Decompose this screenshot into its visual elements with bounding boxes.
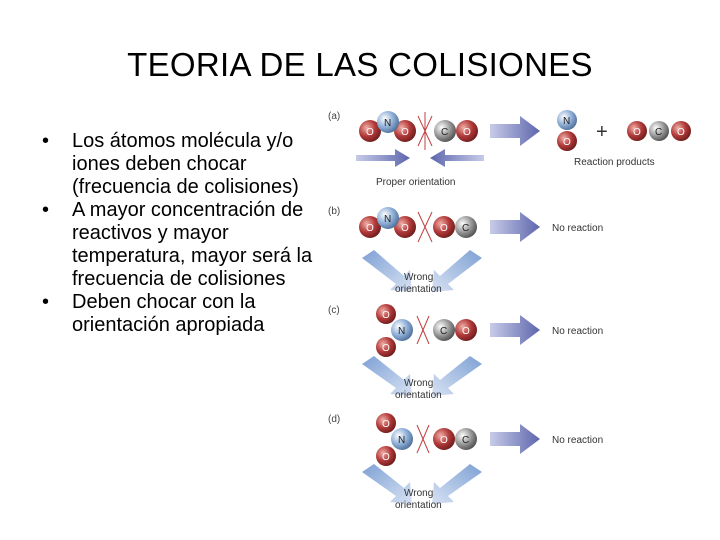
no2-molecule: O N O bbox=[376, 413, 413, 466]
co-molecule: O C bbox=[433, 428, 477, 450]
svg-text:C: C bbox=[462, 223, 469, 234]
orientation-label: orientation bbox=[395, 284, 442, 295]
no-reaction-label: No reaction bbox=[552, 435, 603, 446]
orientation-label: orientation bbox=[395, 390, 442, 401]
bullet-item: • A mayor concentración de reactivos y ma… bbox=[42, 199, 317, 291]
svg-text:O: O bbox=[401, 127, 409, 138]
svg-text:O: O bbox=[563, 137, 571, 148]
panel-a-label: (a) bbox=[328, 111, 340, 122]
no-reaction-label: No reaction bbox=[552, 223, 603, 234]
svg-text:O: O bbox=[382, 343, 390, 354]
svg-text:C: C bbox=[441, 127, 448, 138]
bullet-dot: • bbox=[42, 199, 50, 221]
co-molecule: C O bbox=[434, 120, 478, 142]
wrong-approach-arrow-right bbox=[432, 356, 482, 396]
proper-orientation-label: Proper orientation bbox=[376, 177, 456, 188]
bullet-list: • Los átomos molécula y/o iones deben cho… bbox=[42, 130, 317, 337]
panel-c-label: (c) bbox=[328, 305, 340, 316]
wrong-approach-arrow-left bbox=[362, 356, 412, 396]
wrong-label: Wrong bbox=[404, 378, 433, 389]
no2-molecule: O O N bbox=[359, 207, 416, 238]
svg-text:O: O bbox=[366, 223, 374, 234]
bullet-text: Deben chocar con la orientación apropiad… bbox=[72, 291, 265, 336]
reaction-arrow bbox=[490, 116, 540, 146]
wrong-approach-arrow-right bbox=[432, 250, 482, 292]
collision-burst-icon bbox=[417, 211, 433, 243]
bullet-dot: • bbox=[42, 130, 50, 152]
svg-text:O: O bbox=[462, 326, 470, 337]
svg-text:C: C bbox=[440, 326, 447, 337]
panel-d-label: (d) bbox=[328, 414, 340, 425]
svg-text:O: O bbox=[440, 435, 448, 446]
collision-orientation-figure: (a) O O N C O N O + O C O Reaction produ… bbox=[328, 110, 691, 511]
orientation-label: orientation bbox=[395, 500, 442, 511]
wrong-label: Wrong bbox=[404, 272, 433, 283]
svg-text:O: O bbox=[382, 310, 390, 321]
bullet-item: • Deben chocar con la orientación apropia… bbox=[42, 291, 317, 337]
reaction-arrow bbox=[490, 424, 540, 454]
reaction-arrow bbox=[490, 212, 540, 242]
svg-text:O: O bbox=[463, 127, 471, 138]
co-molecule: C O bbox=[433, 319, 477, 341]
product-co2-molecule: O C O bbox=[627, 121, 691, 141]
panel-b-label: (b) bbox=[328, 206, 340, 217]
svg-text:N: N bbox=[398, 326, 405, 337]
slide-title: TEORIA DE LAS COLISIONES bbox=[127, 46, 593, 83]
svg-text:O: O bbox=[633, 127, 641, 138]
reaction-arrow bbox=[490, 315, 540, 345]
reaction-products-label: Reaction products bbox=[574, 157, 655, 168]
wrong-label: Wrong bbox=[404, 488, 433, 499]
svg-text:N: N bbox=[563, 116, 570, 127]
bullet-dot: • bbox=[42, 291, 50, 313]
wrong-approach-arrow-left bbox=[362, 464, 412, 504]
no2-molecule: O N O bbox=[376, 304, 413, 357]
no2-molecule: O O N bbox=[359, 111, 416, 142]
svg-text:O: O bbox=[677, 127, 685, 138]
wrong-approach-arrow-right bbox=[432, 464, 482, 504]
svg-text:O: O bbox=[366, 127, 374, 138]
co-molecule: O C bbox=[433, 216, 477, 238]
no-reaction-label: No reaction bbox=[552, 326, 603, 337]
bullet-item: • Los átomos molécula y/o iones deben cho… bbox=[42, 130, 317, 199]
svg-text:O: O bbox=[401, 223, 409, 234]
svg-text:O: O bbox=[382, 419, 390, 430]
svg-text:O: O bbox=[440, 223, 448, 234]
collision-burst-icon bbox=[416, 424, 430, 454]
svg-text:C: C bbox=[462, 435, 469, 446]
bullet-text: Los átomos molécula y/o iones deben choc… bbox=[72, 130, 299, 198]
svg-text:C: C bbox=[655, 127, 662, 138]
plus-sign: + bbox=[596, 121, 608, 143]
collision-burst-icon bbox=[416, 315, 430, 345]
svg-text:O: O bbox=[382, 452, 390, 463]
wrong-approach-arrow-left bbox=[362, 250, 412, 292]
collision-burst-icon bbox=[417, 112, 433, 150]
bullet-text: A mayor concentración de reactivos y may… bbox=[72, 199, 313, 290]
approach-arrow-left bbox=[430, 149, 484, 167]
approach-arrow-right bbox=[356, 149, 410, 167]
svg-text:N: N bbox=[384, 118, 391, 129]
svg-text:N: N bbox=[398, 435, 405, 446]
svg-text:N: N bbox=[384, 214, 391, 225]
product-no-molecule: N O bbox=[557, 110, 577, 151]
